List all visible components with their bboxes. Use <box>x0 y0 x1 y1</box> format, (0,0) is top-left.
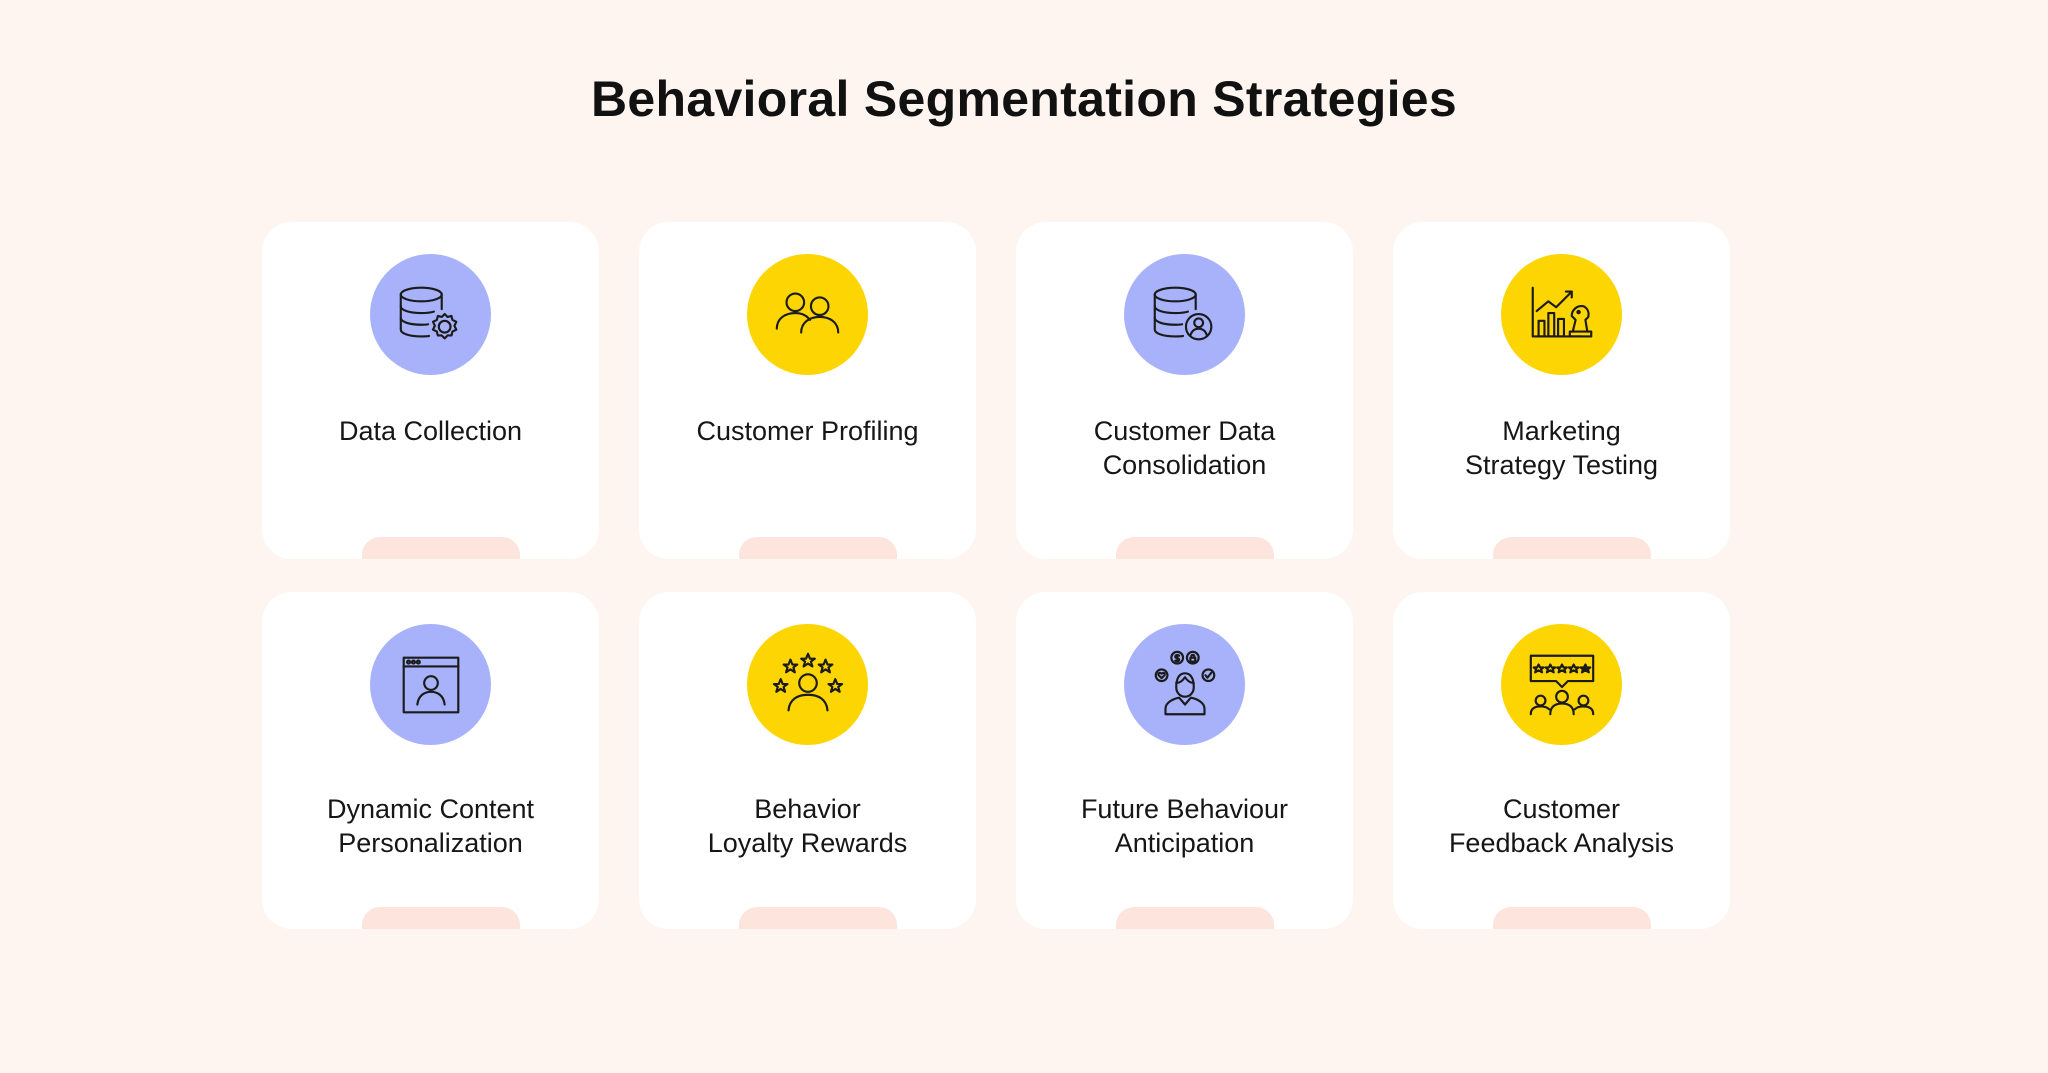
icon-circle <box>747 624 868 745</box>
card-marketing-strategy-testing: Marketing Strategy Testing <box>1393 222 1730 559</box>
icon-circle <box>747 254 868 375</box>
card-label: Dynamic Content Personalization <box>326 794 535 858</box>
database-gear-icon <box>399 286 457 339</box>
page-title: Behavioral Segmentation Strategies <box>590 71 1457 127</box>
card-label: Customer Profiling <box>696 416 919 446</box>
icon-circle <box>1124 624 1245 745</box>
icon-circle <box>1501 254 1622 375</box>
rating-feedback-icon <box>1529 654 1594 715</box>
card-data-collection: Data Collection <box>262 222 599 559</box>
user-stars-icon <box>772 652 843 711</box>
person-thinking-icon <box>1154 650 1215 715</box>
card-customer-profiling: Customer Profiling <box>639 222 976 559</box>
card-behavior-loyalty-rewards: Behavior Loyalty Rewards <box>639 592 976 929</box>
icon-circle <box>370 254 491 375</box>
card-label: Customer Feedback Analysis <box>1448 794 1675 858</box>
card-tab <box>1116 537 1274 559</box>
card-customer-data-consolidation: Customer Data Consolidation <box>1016 222 1353 559</box>
card-label: Behavior Loyalty Rewards <box>707 794 908 858</box>
card-tab <box>739 907 897 929</box>
card-future-behaviour-anticipation: Future Behaviour Anticipation <box>1016 592 1353 929</box>
icon-circle <box>1501 624 1622 745</box>
browser-user-icon <box>402 656 459 713</box>
icon-circle <box>1124 254 1245 375</box>
card-tab <box>1116 907 1274 929</box>
card-label: Customer Data Consolidation <box>1093 416 1276 480</box>
card-tab <box>739 537 897 559</box>
strategy-card-grid: Data Collection Customer Profiling <box>262 222 1730 929</box>
card-dynamic-content-personalization: Dynamic Content Personalization <box>262 592 599 929</box>
card-customer-feedback-analysis: Customer Feedback Analysis <box>1393 592 1730 929</box>
card-tab <box>362 537 520 559</box>
card-label: Marketing Strategy Testing <box>1464 416 1659 480</box>
chart-chess-icon <box>1531 286 1592 338</box>
users-icon <box>775 291 839 334</box>
card-tab <box>1493 537 1651 559</box>
card-label: Data Collection <box>338 416 523 446</box>
icon-circle <box>370 624 491 745</box>
card-tab <box>1493 907 1651 929</box>
card-label: Future Behaviour Anticipation <box>1080 794 1289 858</box>
database-user-icon <box>1153 286 1212 340</box>
card-tab <box>362 907 520 929</box>
